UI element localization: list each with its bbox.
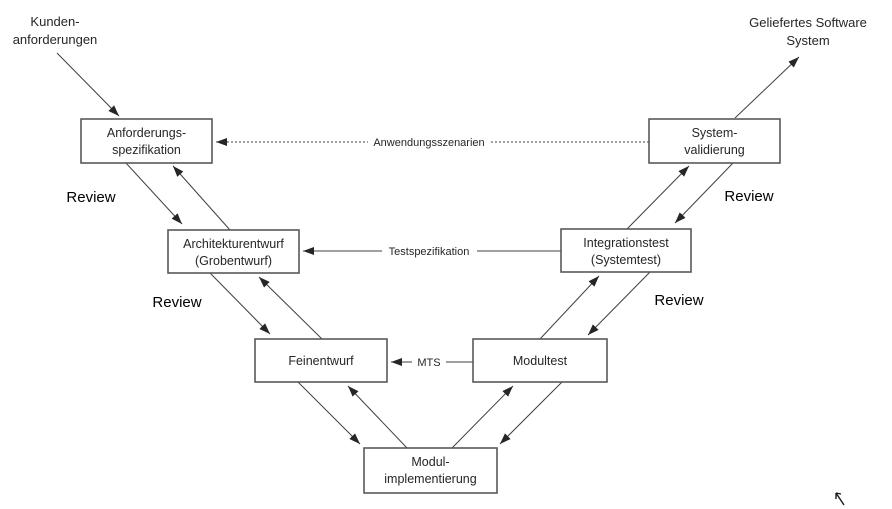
application-scenarios-label: Anwendungsszenarien — [373, 137, 484, 149]
mouse-cursor-icon — [835, 492, 845, 506]
review-label-left-lower: Review — [152, 294, 201, 311]
detailed-design-line1: Feinentwurf — [288, 354, 354, 368]
system-validation-box — [648, 118, 781, 164]
arrow-validation-to-integrationtest-review — [674, 162, 734, 224]
mts-label: MTS — [417, 357, 440, 369]
system-validation-line2: validierung — [684, 143, 745, 157]
arrow-customer-to-requirements — [56, 52, 120, 117]
delivered-system-line2: System — [786, 33, 829, 48]
arrow-integrationtest-to-moduletest-review — [587, 271, 651, 336]
test-specification-label-background — [382, 243, 477, 259]
review-label-right-lower: Review — [654, 292, 703, 309]
node-module-test: Modultest — [472, 338, 608, 383]
architecture-design-line1: Architekturentwurf — [183, 237, 284, 251]
integration-test-box — [560, 228, 692, 273]
application-scenarios-label-background — [368, 134, 490, 150]
module-implementation-line1: Modul- — [411, 455, 449, 469]
arrow-requirements-to-architecture — [125, 162, 183, 225]
node-system-validation: System- validierung — [648, 118, 781, 164]
arrow-detaildesign-to-architecture-review — [258, 276, 323, 340]
delivered-system-label: Geliefertes Software System — [749, 15, 867, 48]
customer-requirements-line1: Kunden- — [30, 14, 79, 29]
integration-test-line1: Integrationstest — [583, 236, 669, 250]
module-implementation-line2: implementierung — [384, 472, 476, 486]
arrow-implementation-to-detaildesign-review — [347, 385, 408, 449]
customer-requirements-line2: anforderungen — [13, 32, 98, 47]
arrow-architecture-to-requirements-review — [172, 165, 231, 231]
architecture-design-box — [167, 229, 300, 274]
delivered-system-line1: Geliefertes Software — [749, 15, 867, 30]
review-label-right-upper: Review — [724, 188, 773, 205]
module-test-box — [472, 338, 608, 383]
review-label-left-upper: Review — [66, 189, 115, 206]
mts-label-background — [412, 354, 446, 370]
node-detailed-design: Feinentwurf — [254, 338, 388, 383]
node-architecture-design: Architekturentwurf (Grobentwurf) — [167, 229, 300, 274]
arrow-detaildesign-to-implementation — [297, 381, 361, 445]
integration-test-line2: (Systemtest) — [591, 253, 661, 267]
customer-requirements-label: Kunden- anforderungen — [13, 14, 98, 47]
architecture-design-line2: (Grobentwurf) — [195, 254, 272, 268]
test-specification-label: Testspezifikation — [389, 246, 470, 258]
module-test-line1: Modultest — [513, 354, 568, 368]
node-integration-test: Integrationstest (Systemtest) — [560, 228, 692, 273]
requirements-spec-line2: spezifikation — [112, 143, 181, 157]
arrow-architecture-to-detaildesign — [209, 272, 271, 335]
detailed-design-box — [254, 338, 388, 383]
requirements-spec-box — [80, 118, 213, 164]
arrow-moduletest-to-integrationtest — [539, 275, 600, 340]
arrow-validation-to-delivered — [734, 56, 800, 119]
system-validation-line1: System- — [692, 126, 738, 140]
node-requirements-spec: Anforderungs- spezifikation — [80, 118, 213, 164]
arrow-moduletest-to-implementation-review — [499, 381, 563, 445]
arrow-integrationtest-to-validation — [626, 165, 690, 230]
requirements-spec-line1: Anforderungs- — [107, 126, 186, 140]
node-module-implementation: Modul- implementierung — [363, 447, 498, 494]
arrow-implementation-to-moduletest — [451, 385, 514, 449]
module-implementation-box — [363, 447, 498, 494]
